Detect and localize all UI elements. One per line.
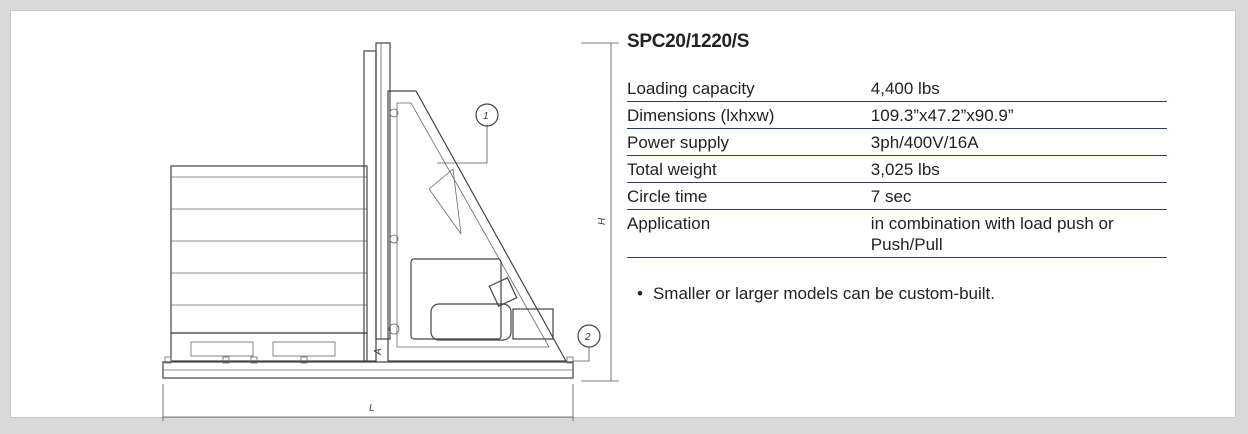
spec-panel: SPC20/1220/S Loading capacity 4,400 lbs … <box>627 31 1167 304</box>
spec-label: Power supply <box>627 128 871 156</box>
pallet <box>170 332 368 362</box>
spec-value: 3,025 lbs <box>870 155 1167 183</box>
table-row: Power supply 3ph/400V/16A <box>627 128 1167 156</box>
spec-value: 7 sec <box>870 182 1167 210</box>
table-row: Circle time 7 sec <box>627 182 1167 210</box>
spec-label: Total weight <box>627 155 871 183</box>
table-row: Dimensions (lxhxw) 109.3”x47.2”x90.9” <box>627 101 1167 129</box>
spec-value: 109.3”x47.2”x90.9” <box>870 101 1167 129</box>
custom-build-note: • Smaller or larger models can be custom-… <box>627 284 1167 304</box>
triangle-frame <box>387 90 568 362</box>
callout-circle-1 <box>475 103 499 127</box>
spec-value: in combination with load push or Push/Pu… <box>870 209 1167 258</box>
model-title: SPC20/1220/S <box>627 31 750 52</box>
table-row: Total weight 3,025 lbs <box>627 155 1167 183</box>
technical-drawing: H L A 1 2 <box>141 29 621 429</box>
dimension-label-h: H <box>597 217 608 225</box>
spec-value: 3ph/400V/16A <box>870 128 1167 156</box>
spec-table: Loading capacity 4,400 lbs Dimensions (l… <box>627 75 1167 258</box>
bullet-icon: • <box>637 284 643 303</box>
callout-circle-2 <box>577 324 601 348</box>
dimension-label-a: A <box>373 348 384 356</box>
page-frame: H L A 1 2 SPC20/1220/S Loading capacity … <box>10 10 1236 421</box>
spec-label: Dimensions (lxhxw) <box>627 101 871 129</box>
note-text: Smaller or larger models can be custom-b… <box>652 284 995 303</box>
table-row: Loading capacity 4,400 lbs <box>627 75 1167 102</box>
callout-label-2: 2 <box>584 332 591 343</box>
mast <box>363 50 377 362</box>
callout-label-1: 1 <box>483 111 489 122</box>
spec-label: Circle time <box>627 182 871 210</box>
table-row: Application in combination with load pus… <box>627 209 1167 258</box>
dimension-label-l: L <box>369 403 375 414</box>
spec-value: 4,400 lbs <box>870 75 1167 102</box>
load-stack <box>170 165 368 334</box>
drawing-svg: H L A 1 2 <box>162 42 619 421</box>
spec-label: Loading capacity <box>627 75 871 102</box>
spec-label: Application <box>627 209 871 258</box>
